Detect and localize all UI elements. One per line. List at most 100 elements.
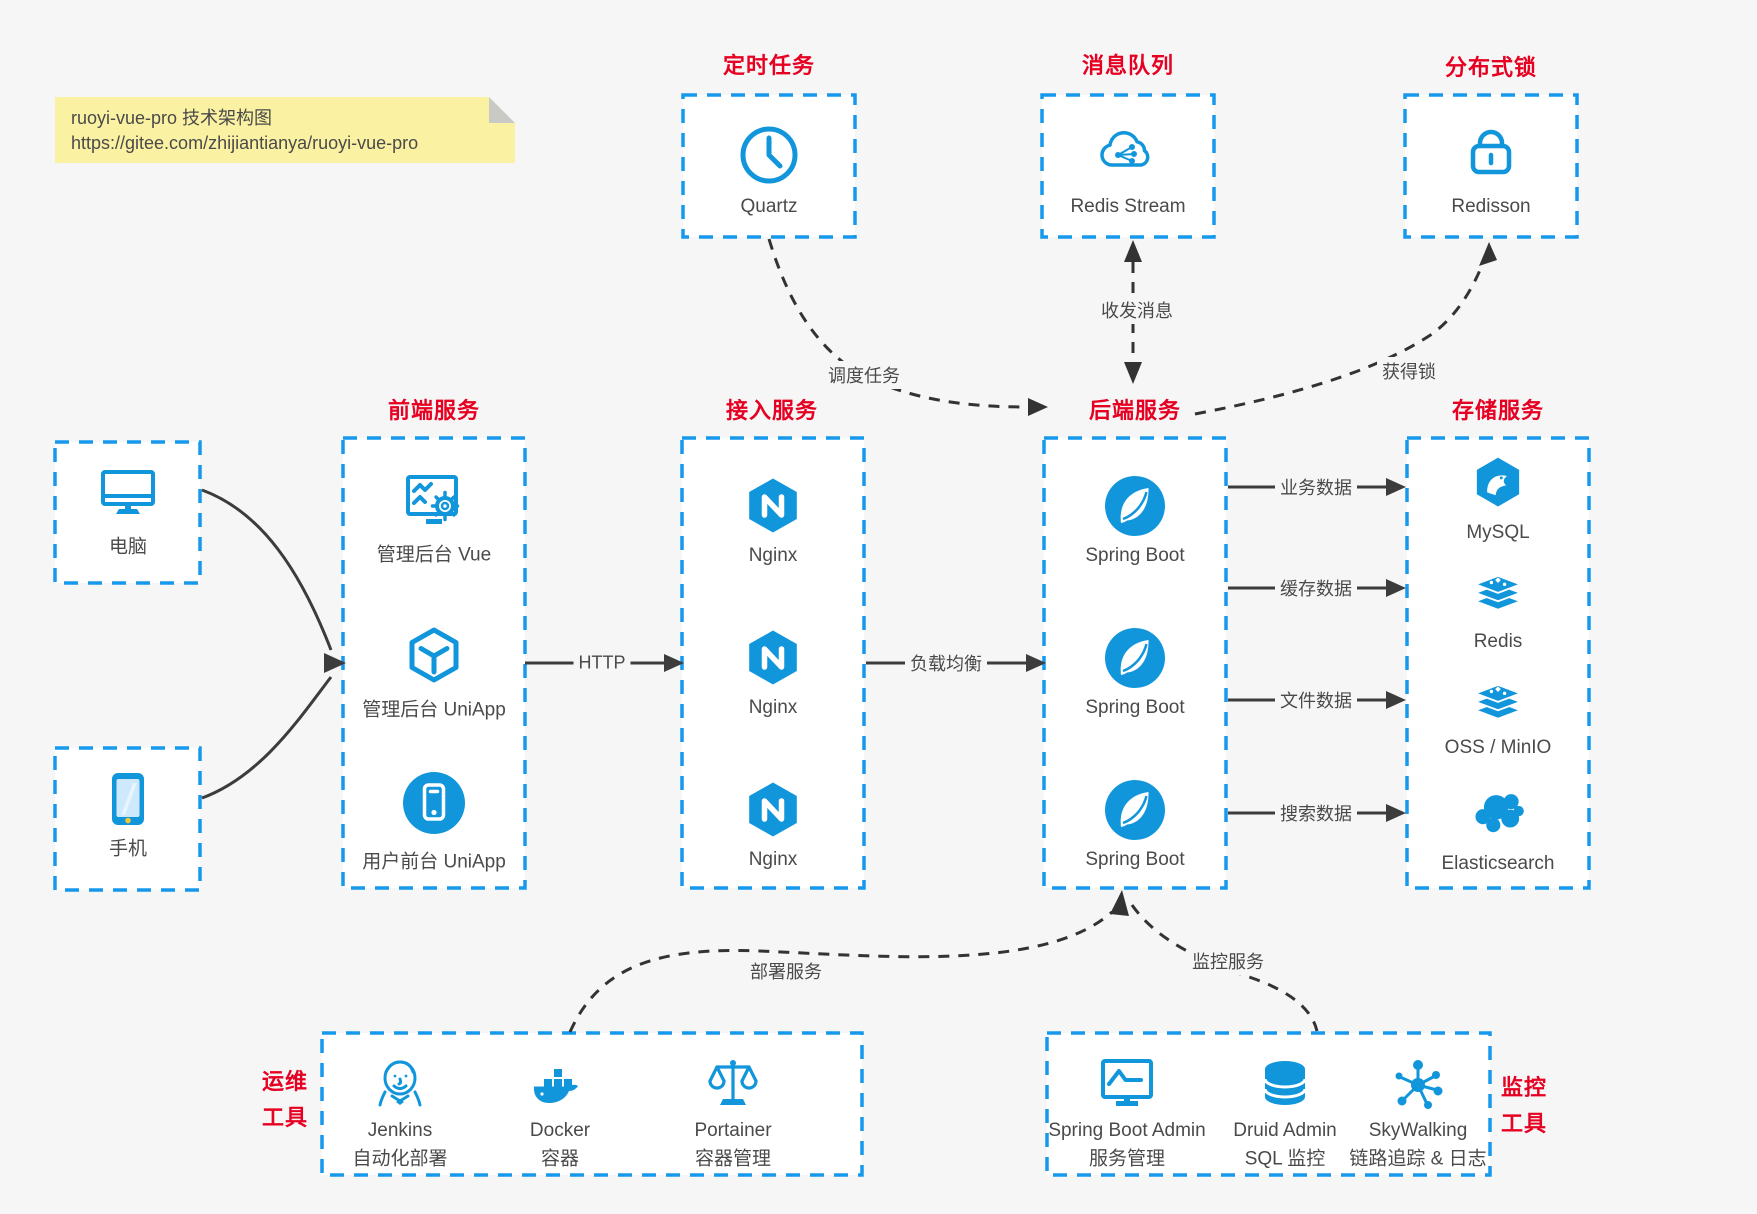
- quartz-label: Quartz: [740, 196, 798, 217]
- docker-icon: [534, 1069, 578, 1103]
- storage-item-label: Redis: [1473, 631, 1523, 652]
- edge-deploy: [568, 910, 1113, 1033]
- section-title-storage: 存储服务: [1451, 398, 1545, 423]
- edge-label-http: HTTP: [573, 651, 631, 675]
- edge-label-search-data: 搜索数据: [1275, 799, 1357, 827]
- monitor-item-desc: 链路追踪 & 日志: [1349, 1148, 1487, 1170]
- edge-label-monitor: 监控服务: [1187, 947, 1269, 975]
- ops-item-desc: 容器: [540, 1148, 580, 1170]
- ops-item-name: Jenkins: [367, 1120, 433, 1141]
- pc-label: 电脑: [108, 536, 148, 558]
- section-title-backend: 后端服务: [1088, 398, 1182, 423]
- cube-icon: [401, 623, 467, 689]
- smartphone-icon: [112, 773, 144, 825]
- arrowhead-messages-up: [1124, 240, 1142, 262]
- storage-item-label: Elasticsearch: [1441, 853, 1555, 874]
- arrowhead-load-balance: [1026, 654, 1046, 672]
- monitor-item-desc: SQL 监控: [1244, 1148, 1326, 1170]
- arrowhead-biz: [1386, 478, 1406, 496]
- edge-schedule: [767, 238, 1027, 409]
- edge-pc-to-frontend: [201, 488, 333, 651]
- box-redisson: [1403, 93, 1579, 239]
- desktop-icon: [101, 470, 155, 516]
- edge-label-load-balance: 负载均衡: [905, 649, 987, 677]
- nginx-icon: [740, 777, 806, 843]
- spring-icon: [1103, 778, 1167, 842]
- nginx-icon: [740, 473, 806, 539]
- database-icon: [1263, 1059, 1307, 1107]
- edge-label-messages: 收发消息: [1096, 296, 1178, 324]
- section-title-ops-tools: 运维 工具: [261, 1069, 309, 1130]
- cloud-mq-icon: [1100, 131, 1150, 167]
- redis-stream-label: Redis Stream: [1070, 196, 1186, 217]
- gateway-item-label: Nginx: [748, 849, 798, 870]
- monitor-item-name: Spring Boot Admin: [1048, 1120, 1206, 1141]
- arrowhead-frontend: [324, 653, 346, 673]
- section-title-lock: 分布式锁: [1444, 55, 1538, 80]
- elasticsearch-icon: [1475, 794, 1524, 833]
- spring-icon: [1103, 474, 1167, 538]
- arrowhead-schedule: [1028, 398, 1048, 416]
- section-title-mq: 消息队列: [1081, 53, 1175, 78]
- frontend-item-label: 管理后台 Vue: [376, 544, 492, 566]
- skywalking-icon: [1394, 1058, 1444, 1111]
- ops-item-desc: 自动化部署: [352, 1148, 448, 1170]
- redisson-label: Redisson: [1451, 196, 1531, 217]
- arrowhead-messages-down: [1124, 362, 1142, 384]
- arrowhead-http: [664, 654, 684, 672]
- clock-icon: [736, 122, 802, 188]
- ops-item-name: Portainer: [694, 1120, 772, 1141]
- chart-monitor-icon: [1101, 1059, 1153, 1108]
- spring-icon: [1103, 626, 1167, 690]
- box-quartz: [681, 93, 857, 239]
- jenkins-icon: [378, 1060, 422, 1107]
- edge-label-schedule: 调度任务: [823, 361, 905, 389]
- edge-monitor: [1130, 904, 1319, 1032]
- oss-layers-icon: [1474, 683, 1522, 720]
- monitor-item-desc: 服务管理: [1088, 1148, 1166, 1170]
- backend-item-label: Spring Boot: [1085, 545, 1185, 566]
- edge-label-deploy: 部署服务: [745, 957, 827, 985]
- edge-label-acquire-lock: 获得锁: [1377, 357, 1441, 385]
- edge-acquire-lock: [1194, 251, 1489, 416]
- backend-item-label: Spring Boot: [1085, 849, 1185, 870]
- redis-layers-icon: [1474, 574, 1522, 611]
- monitor-item-name: SkyWalking: [1368, 1120, 1468, 1141]
- ops-item-name: Docker: [529, 1120, 591, 1141]
- box-ops-tools: [320, 1031, 864, 1177]
- box-storage: [1405, 436, 1591, 890]
- mobile-label: 手机: [108, 838, 148, 860]
- phone-circle-icon: [401, 770, 467, 836]
- edge-label-cache-data: 缓存数据: [1275, 574, 1357, 602]
- note-url: https://gitee.com/zhijiantianya/ruoyi-vu…: [71, 133, 419, 153]
- mysql-icon: [1476, 457, 1520, 507]
- note-fold-corner: [489, 97, 515, 123]
- arrowhead-file: [1386, 691, 1406, 709]
- storage-item-label: OSS / MinIO: [1444, 737, 1552, 758]
- arrowhead-deploy: [1110, 890, 1129, 916]
- storage-item-label: MySQL: [1466, 522, 1530, 543]
- edge-mobile-to-frontend: [201, 676, 333, 800]
- frontend-item-label: 用户前台 UniApp: [362, 851, 506, 873]
- portainer-icon: [708, 1058, 758, 1107]
- sticky-note: ruoyi-vue-pro 技术架构图 https://gitee.com/zh…: [55, 97, 515, 163]
- arrowhead-cache: [1386, 579, 1406, 597]
- section-title-scheduled: 定时任务: [722, 53, 816, 78]
- arrowhead-search: [1386, 804, 1406, 822]
- edge-label-file-data: 文件数据: [1275, 686, 1357, 714]
- admin-monitor-icon: [406, 475, 460, 526]
- nginx-icon: [740, 625, 806, 691]
- monitor-item-name: Druid Admin: [1233, 1120, 1337, 1141]
- gateway-item-label: Nginx: [748, 545, 798, 566]
- section-title-gateway: 接入服务: [725, 398, 819, 423]
- note-title: ruoyi-vue-pro 技术架构图: [71, 108, 273, 128]
- backend-item-label: Spring Boot: [1085, 697, 1185, 718]
- lock-icon: [1458, 119, 1524, 185]
- arrowhead-acquire-lock: [1479, 242, 1497, 266]
- section-title-monitor-tools: 监控 工具: [1500, 1075, 1548, 1136]
- gateway-item-label: Nginx: [748, 697, 798, 718]
- frontend-item-label: 管理后台 UniApp: [362, 699, 506, 721]
- section-title-frontend: 前端服务: [387, 398, 481, 423]
- ops-item-desc: 容器管理: [694, 1148, 772, 1170]
